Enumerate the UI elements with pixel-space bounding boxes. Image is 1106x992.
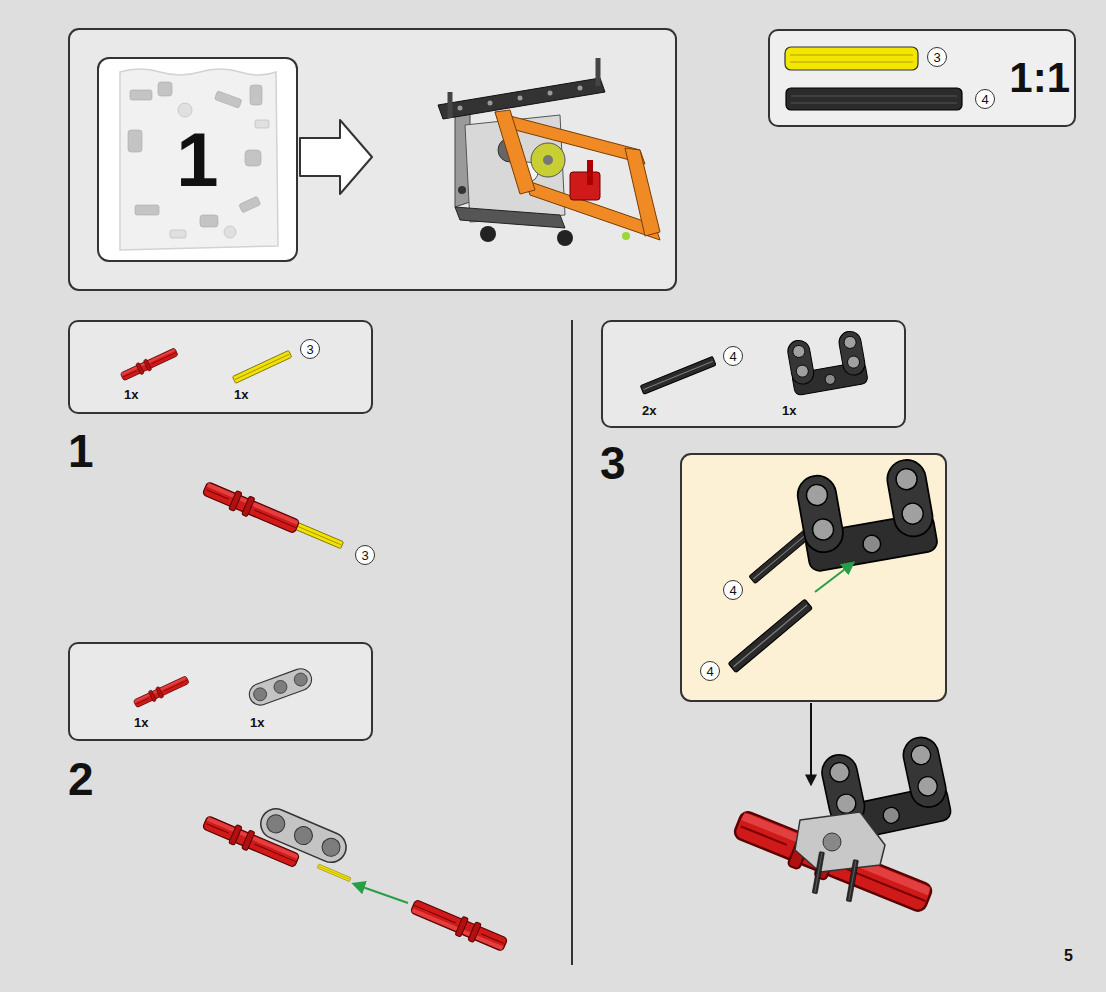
callout-circle: 3 [927, 47, 947, 67]
step-number: 3 [600, 440, 626, 486]
callout-number: 4 [729, 584, 736, 597]
parts-box: 2x 1x 4 [601, 320, 906, 428]
part-count: 2x [642, 404, 656, 417]
callout-number: 4 [981, 93, 988, 106]
callout-circle: 3 [355, 545, 375, 565]
callout-number: 3 [306, 343, 313, 356]
scale-label: 1:1 [1009, 57, 1070, 99]
callout-circle: 4 [723, 580, 743, 600]
step-number: 1 [68, 428, 94, 474]
parts-box: 1x 1x 3 [68, 320, 373, 414]
callout-number: 4 [706, 665, 713, 678]
page-number: 5 [1064, 948, 1073, 964]
callout-number: 3 [933, 51, 940, 64]
callout-circle: 4 [723, 346, 743, 366]
scale-box: 1:1 3 4 [768, 29, 1076, 127]
step-number: 2 [68, 756, 94, 802]
callout-circle: 3 [300, 339, 320, 359]
callout-number: 3 [361, 549, 368, 562]
bag-box: 1 [97, 57, 298, 262]
part-count: 1x [234, 388, 248, 401]
callout-circle: 4 [975, 89, 995, 109]
part-count: 1x [250, 716, 264, 729]
callout-circle: 4 [700, 661, 720, 681]
callout-number: 4 [729, 350, 736, 363]
part-count: 1x [124, 388, 138, 401]
bag-number: 1 [176, 122, 218, 198]
parts-box: 1x 1x [68, 642, 373, 741]
part-count: 1x [782, 404, 796, 417]
part-count: 1x [134, 716, 148, 729]
